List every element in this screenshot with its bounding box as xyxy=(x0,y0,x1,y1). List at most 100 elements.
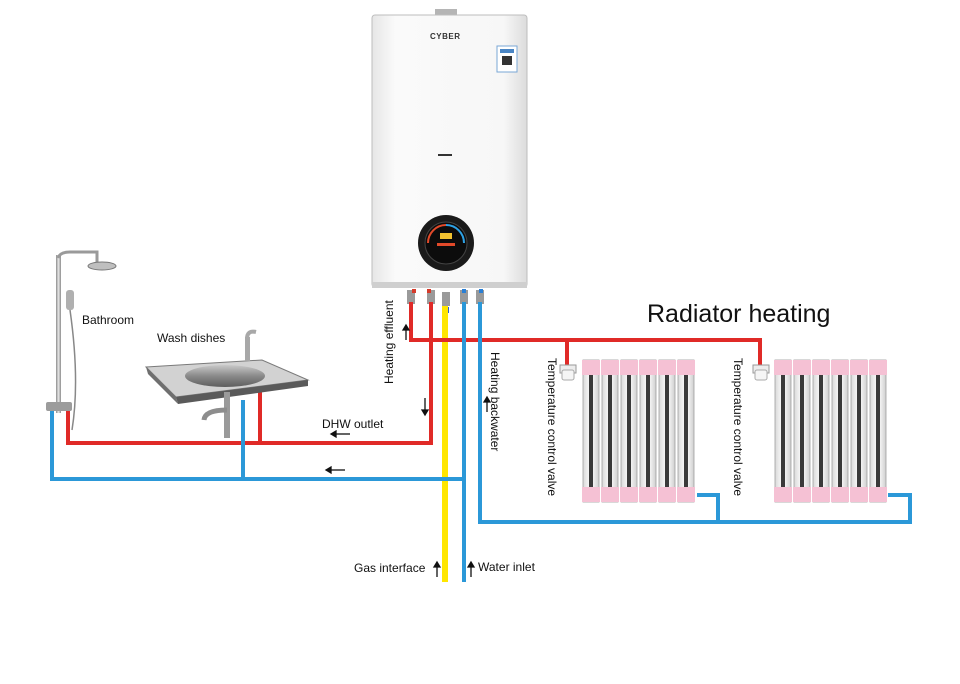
radiator-fin-shadow xyxy=(819,375,823,487)
valve-handle-4 xyxy=(479,289,483,293)
sink xyxy=(144,329,310,438)
temperature-valve-2 xyxy=(752,364,770,381)
radiator-cap-top xyxy=(793,360,811,375)
radiator-cap-bottom xyxy=(677,487,695,502)
valve-3 xyxy=(460,290,468,304)
radiator-fin-shadow xyxy=(781,375,785,487)
radiator-1 xyxy=(582,359,695,503)
boiler-brand: CYBER xyxy=(430,32,461,41)
radiator-fin-shadow xyxy=(876,375,880,487)
arrow-cold-left xyxy=(324,465,345,475)
radiator-fin-shadow xyxy=(684,375,688,487)
shower-mixer xyxy=(46,402,72,411)
sink-drain xyxy=(224,392,230,438)
radiator-cap-bottom xyxy=(639,487,657,502)
radiator-cap-top xyxy=(582,360,600,375)
radiator-cap-bottom xyxy=(793,487,811,502)
flue-collar xyxy=(435,9,457,17)
arrow-backwater-up xyxy=(482,395,492,412)
energy-label-bar xyxy=(500,49,514,53)
label-bathroom: Bathroom xyxy=(82,313,135,327)
shower-hose xyxy=(69,309,77,431)
label-water-inlet: Water inlet xyxy=(478,560,535,574)
radiator-fin-shadow xyxy=(608,375,612,487)
label-gas-interface: Gas interface xyxy=(354,561,426,575)
valve-gas xyxy=(442,292,450,306)
shower-head xyxy=(87,261,117,271)
faucet xyxy=(245,337,250,361)
sink-edge-left xyxy=(146,367,178,404)
radiator-cap-bottom xyxy=(831,487,849,502)
radiator-cap-top xyxy=(774,360,792,375)
display-digits xyxy=(440,233,452,239)
radiator-cap-bottom xyxy=(869,487,887,502)
radiator-fin-shadow xyxy=(838,375,842,487)
dhw-outlet-pipe xyxy=(66,302,433,445)
sink-trap xyxy=(201,407,228,421)
radiator-cap-top xyxy=(658,360,676,375)
valve-handle-3 xyxy=(462,289,466,293)
valve-1 xyxy=(407,290,415,304)
dial-arc-red xyxy=(427,224,447,244)
radiator-cap-bottom xyxy=(774,487,792,502)
valve-handle-2 xyxy=(427,289,431,293)
boiler-slot xyxy=(438,154,452,156)
radiator-cap-bottom xyxy=(850,487,868,502)
radiator-2-return xyxy=(718,493,912,524)
dial-arc-blue xyxy=(445,224,465,244)
faucet-spout xyxy=(245,329,257,340)
hot-pipes xyxy=(66,302,762,445)
radiator-2 xyxy=(774,359,887,503)
diagram-title: Radiator heating xyxy=(647,300,831,328)
radiator-fin-shadow xyxy=(589,375,593,487)
arrow-inlet-up xyxy=(466,560,476,577)
label-dhw-outlet: DHW outlet xyxy=(322,417,384,431)
temperature-valve-1 xyxy=(559,364,577,381)
label-heating-effluent: Heating effluent xyxy=(382,300,396,384)
hand-shower xyxy=(66,290,74,310)
label-wash-dishes: Wash dishes xyxy=(157,331,226,345)
arrow-dhw-left xyxy=(329,429,350,439)
arrow-effluent-up xyxy=(401,323,411,340)
boiler-base xyxy=(372,282,527,288)
radiator-cap-bottom xyxy=(582,487,600,502)
radiator-cap-top xyxy=(831,360,849,375)
radiator-cap-bottom xyxy=(601,487,619,502)
shower-arm xyxy=(56,250,99,262)
label-heating-backwater: Heating backwater xyxy=(488,352,502,452)
label-temperature-control-valve-2: Temperature control valve xyxy=(731,358,745,497)
arrow-dhw-down xyxy=(420,398,430,417)
radiator-cap-top xyxy=(677,360,695,375)
heating-supply-pipe xyxy=(409,302,762,366)
display-bar xyxy=(437,243,455,246)
shower-pole xyxy=(56,255,61,413)
radiator-cap-top xyxy=(869,360,887,375)
radiator-fin-shadow xyxy=(627,375,631,487)
radiator-cap-bottom xyxy=(812,487,830,502)
sink-basin xyxy=(185,365,265,387)
radiator-cap-top xyxy=(620,360,638,375)
valve-2 xyxy=(427,290,435,304)
cold-pipes xyxy=(50,302,912,582)
label-temperature-control-valve-1: Temperature control valve xyxy=(545,358,559,497)
cold-supply-pipe xyxy=(50,410,464,481)
radiator-cap-top xyxy=(812,360,830,375)
energy-label-qr xyxy=(502,56,512,65)
valve-4 xyxy=(476,290,484,304)
arrow-gas-up xyxy=(432,560,442,577)
radiator-fin-shadow xyxy=(646,375,650,487)
radiator-fin-shadow xyxy=(800,375,804,487)
valve-handle-1 xyxy=(412,289,416,293)
radiator-cap-top xyxy=(850,360,868,375)
shower xyxy=(46,250,117,431)
radiator-cap-top xyxy=(639,360,657,375)
radiator-cap-bottom xyxy=(658,487,676,502)
radiator-fin-shadow xyxy=(665,375,669,487)
radiator-cap-bottom xyxy=(620,487,638,502)
flow-arrows xyxy=(324,323,492,577)
radiator-cap-top xyxy=(601,360,619,375)
boiler xyxy=(371,9,528,288)
radiator-fin-shadow xyxy=(857,375,861,487)
